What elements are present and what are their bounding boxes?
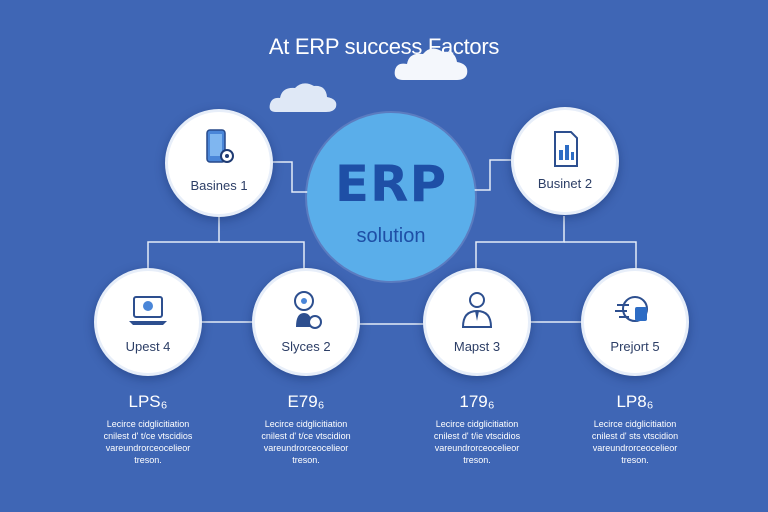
node-label: Basines 1 bbox=[190, 178, 248, 193]
node-description: Lecirce cidglicitiation cnilest d' t/ce … bbox=[103, 419, 193, 465]
diagram-title: At ERP success Factors bbox=[268, 34, 500, 59]
node-basines-1: Basines 1 bbox=[165, 109, 273, 217]
phone-icon bbox=[206, 129, 234, 163]
project-icon bbox=[615, 296, 648, 322]
laptop-icon bbox=[129, 296, 167, 325]
cloud-icon bbox=[394, 48, 468, 80]
node-label: Businet 2 bbox=[537, 176, 593, 191]
node-mapst-3: Mapst 3 bbox=[423, 268, 531, 376]
node-label: Prejort 5 bbox=[610, 339, 660, 354]
metric-value: LP8₆ bbox=[616, 392, 654, 411]
node-description: Lecirce cidglicitiation cnilest d' t/ce … bbox=[261, 419, 351, 465]
node-slyces-2: Slyces 2 bbox=[252, 268, 360, 376]
center-title: ERP bbox=[334, 155, 448, 213]
metric-value: 179₆ bbox=[459, 392, 495, 411]
person-idea-icon bbox=[294, 291, 322, 329]
metric-value: E79₆ bbox=[287, 392, 325, 411]
node-label: Upest 4 bbox=[125, 339, 171, 354]
node-label: Mapst 3 bbox=[453, 339, 501, 354]
node-businet-2: Businet 2 bbox=[511, 107, 619, 215]
node-description: Lecirce cidglicitiation cnilest d' t/ie … bbox=[433, 419, 521, 465]
node-upest-4: Upest 4 bbox=[94, 268, 202, 376]
document-chart-icon bbox=[554, 131, 578, 167]
erp-center-circle: ERP solution bbox=[307, 113, 475, 281]
center-subtitle: solution bbox=[356, 225, 426, 247]
businessman-icon bbox=[461, 292, 493, 328]
metric-value: LPS₆ bbox=[128, 392, 168, 411]
node-prejort-5: Prejort 5 bbox=[581, 268, 689, 376]
cloud-icon bbox=[269, 83, 337, 112]
node-description: Lecirce cidglicitiation cnilest d' sts v… bbox=[591, 419, 679, 465]
node-label: Slyces 2 bbox=[281, 339, 331, 354]
